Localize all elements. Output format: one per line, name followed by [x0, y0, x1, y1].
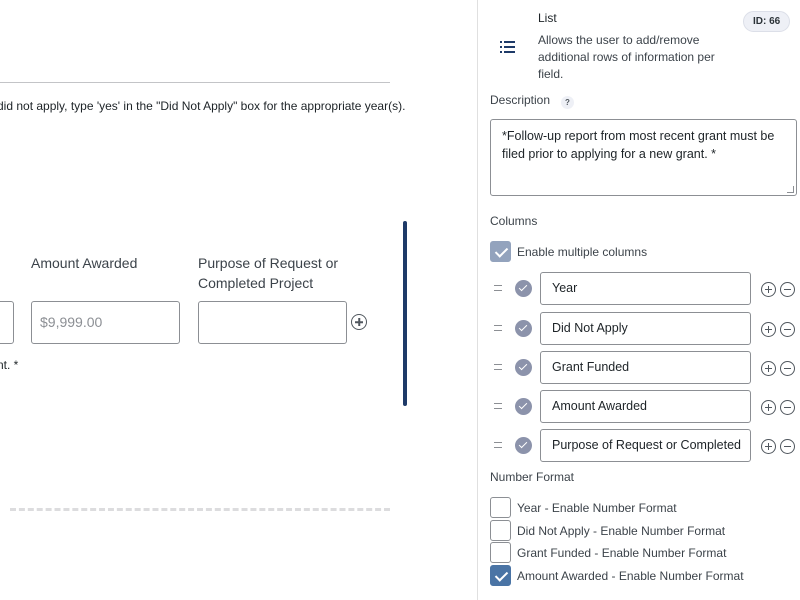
column-check-icon[interactable]	[515, 320, 532, 337]
column-row: Grant Funded	[490, 351, 797, 384]
number-format-option-label: Grant Funded - Enable Number Format	[517, 545, 727, 560]
column-header-purpose: Purpose of Request or Completed Project	[198, 255, 339, 291]
remove-column-icon[interactable]	[780, 361, 795, 376]
remove-column-icon[interactable]	[780, 282, 795, 297]
column-label-input[interactable]: Purpose of Request or Completed	[540, 429, 751, 462]
field-type-title: List	[538, 11, 557, 25]
field-type-card: List Allows the user to add/remove addit…	[478, 0, 800, 92]
field-instructions: did not apply, type 'yes' in the "Did No…	[0, 99, 406, 113]
column-check-icon[interactable]	[515, 437, 532, 454]
selected-field-indicator	[403, 221, 407, 406]
enable-multiple-columns-toggle[interactable]: Enable multiple columns	[490, 241, 647, 262]
drag-handle-icon[interactable]	[494, 364, 502, 370]
number-format-option-label: Year - Enable Number Format	[517, 500, 677, 515]
number-format-checkbox[interactable]	[490, 542, 511, 563]
description-textarea[interactable]: *Follow-up report from most recent grant…	[490, 119, 797, 196]
drag-handle-icon[interactable]	[494, 403, 502, 409]
list-icon	[500, 41, 516, 53]
description-value: *Follow-up report from most recent grant…	[502, 129, 775, 161]
add-column-icon[interactable]	[761, 439, 776, 454]
number-format-option-label: Amount Awarded - Enable Number Format	[517, 568, 744, 583]
column-label-input[interactable]: Grant Funded	[540, 351, 751, 384]
drag-handle-icon[interactable]	[494, 325, 502, 331]
number-format-option[interactable]: Amount Awarded - Enable Number Format	[490, 565, 744, 586]
field-type-description: Allows the user to add/remove additional…	[538, 33, 715, 81]
column-row: Purpose of Request or Completed	[490, 429, 797, 462]
purpose-input[interactable]	[198, 301, 347, 344]
remove-column-icon[interactable]	[780, 322, 795, 337]
number-format-option[interactable]: Did Not Apply - Enable Number Format	[490, 520, 725, 541]
number-format-checkbox[interactable]	[490, 497, 511, 518]
column-row: Did Not Apply	[490, 312, 797, 345]
drag-handle-icon[interactable]	[494, 285, 502, 291]
enable-multiple-columns-label: Enable multiple columns	[517, 244, 648, 259]
add-column-icon[interactable]	[761, 400, 776, 415]
columns-label: Columns	[490, 214, 538, 228]
column-label-input[interactable]: Year	[540, 272, 751, 305]
number-format-option-label: Did Not Apply - Enable Number Format	[517, 523, 726, 538]
number-format-checkbox[interactable]	[490, 520, 511, 541]
column-label-input[interactable]: Did Not Apply	[540, 312, 751, 345]
field-settings-panel: List Allows the user to add/remove addit…	[477, 0, 800, 600]
enable-multiple-columns-checkbox[interactable]	[490, 241, 511, 262]
number-format-option[interactable]: Grant Funded - Enable Number Format	[490, 542, 726, 563]
add-column-icon[interactable]	[761, 282, 776, 297]
column-check-icon[interactable]	[515, 280, 532, 297]
column-header-amount-awarded: Amount Awarded	[31, 255, 138, 271]
help-icon[interactable]: ?	[561, 96, 574, 109]
resize-handle-icon[interactable]	[787, 186, 794, 193]
field-id-badge: ID: 66	[743, 11, 791, 32]
remove-column-icon[interactable]	[780, 439, 795, 454]
column-row: Year	[490, 272, 797, 305]
add-column-icon[interactable]	[761, 322, 776, 337]
number-format-checkbox[interactable]	[490, 565, 511, 586]
add-column-icon[interactable]	[761, 361, 776, 376]
number-format-label: Number Format	[490, 470, 575, 484]
column-label-input[interactable]: Amount Awarded	[540, 390, 751, 423]
divider	[0, 82, 390, 83]
grant-funded-input[interactable]	[0, 301, 14, 344]
form-preview: did not apply, type 'yes' in the "Did No…	[0, 0, 477, 600]
column-row: Amount Awarded	[490, 390, 797, 423]
number-format-option[interactable]: Year - Enable Number Format	[490, 497, 677, 518]
drop-zone-divider	[10, 508, 390, 511]
column-check-icon[interactable]	[515, 398, 532, 415]
amount-awarded-input[interactable]: $9,999.00	[31, 301, 180, 344]
column-check-icon[interactable]	[515, 359, 532, 376]
field-description: nt. *	[0, 358, 19, 372]
drag-handle-icon[interactable]	[494, 442, 502, 448]
description-label: Description	[490, 93, 551, 107]
add-row-icon[interactable]	[351, 314, 367, 330]
remove-column-icon[interactable]	[780, 400, 795, 415]
